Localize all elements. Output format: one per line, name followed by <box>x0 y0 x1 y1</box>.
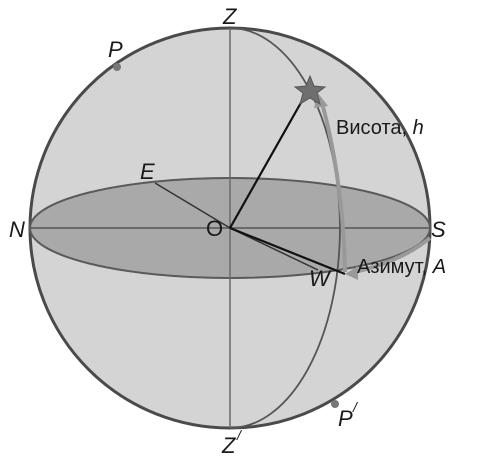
nadir-prime: / <box>236 427 243 443</box>
altitude-text: Висота, <box>336 117 413 139</box>
altitude-label: Висота, h <box>336 117 424 139</box>
altitude-arc <box>320 102 347 273</box>
azimuth-arrow-head <box>345 266 358 280</box>
vertical-circle <box>229 27 341 429</box>
south-label: S <box>431 217 446 242</box>
pole2-label: P <box>338 406 353 431</box>
west-label: W <box>309 266 332 291</box>
pole-label: P <box>108 37 123 62</box>
center-label: O <box>206 216 223 241</box>
nadir-label: Z <box>221 433 237 458</box>
azimuth-text: Азимут, <box>357 256 433 278</box>
o-to-azimuth-foot-line <box>229 226 346 276</box>
pole2-prime: / <box>352 399 359 415</box>
north-label: N <box>9 217 25 242</box>
star-icon <box>293 74 327 106</box>
zenith-label: Z <box>222 4 238 29</box>
azimuth-symbol: A <box>432 256 446 278</box>
azimuth-arc <box>353 236 432 274</box>
o-to-star-line <box>229 91 308 229</box>
azimuth-label: Азимут, A <box>357 256 446 278</box>
east-west-line <box>154 182 231 229</box>
east-label: E <box>140 159 155 184</box>
altitude-symbol: h <box>413 117 424 139</box>
pole-point <box>113 63 121 71</box>
pole2-point <box>331 400 339 408</box>
